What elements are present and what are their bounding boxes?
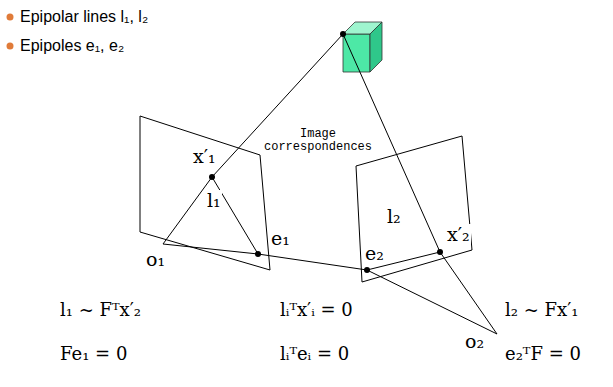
ray: [163, 177, 212, 244]
image-plane: [140, 116, 270, 270]
bullet: [7, 43, 14, 50]
cube-front: [343, 34, 370, 72]
line-label: l₁: [206, 190, 222, 211]
point-label: e₂: [364, 243, 385, 264]
point: [364, 267, 370, 273]
equation: l₂ ~ Fx′₁: [505, 300, 578, 320]
point: [209, 174, 215, 180]
image-plane: [356, 136, 472, 282]
point: [340, 31, 346, 37]
equation: l₁ ~ Fᵀx′₂: [60, 300, 141, 320]
point-label: x′₁: [192, 146, 217, 167]
point: [255, 251, 261, 257]
equation: lᵢᵀeᵢ = 0: [280, 344, 349, 364]
cube-side: [370, 22, 382, 72]
baseline: [163, 244, 497, 334]
bullet-text: Epipoles e₁, e₂: [20, 37, 124, 55]
ray: [212, 34, 343, 177]
annotation: Image correspondences: [259, 128, 377, 154]
equation: Fe₁ = 0: [60, 344, 127, 364]
line-label: l₂: [386, 206, 402, 227]
point-label: x′₂: [446, 224, 471, 245]
point: [437, 249, 443, 255]
point-label: e₁: [270, 228, 291, 249]
epipolar-line: [212, 177, 258, 254]
bullet: [7, 14, 14, 21]
point-label: o₁: [145, 249, 166, 270]
ray: [440, 252, 497, 334]
equation: lᵢᵀx′ᵢ = 0: [280, 300, 353, 320]
point-label: o₂: [464, 331, 485, 352]
equation: e₂ᵀF = 0: [505, 344, 581, 364]
bullet-text: Epipolar lines l₁, l₂: [20, 8, 148, 26]
